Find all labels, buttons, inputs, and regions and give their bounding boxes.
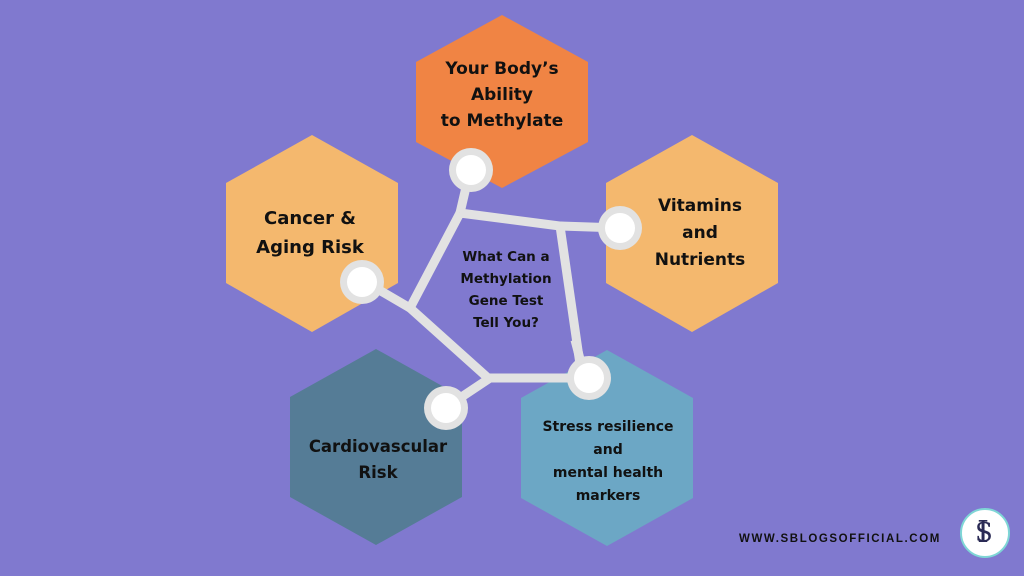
node-vitamins	[598, 206, 642, 250]
node-cardio	[424, 386, 468, 430]
logo-letter: S	[975, 518, 993, 548]
label-cancer: Cancer & Aging Risk	[228, 204, 392, 262]
label-line: and	[682, 223, 718, 243]
label-line: mental health	[552, 465, 664, 481]
label-line: Aging Risk	[256, 237, 364, 258]
label-line: to Methylate	[440, 111, 564, 131]
brand-logo-icon[interactable]: I S	[960, 508, 1010, 558]
label-line: Stress resilience	[542, 419, 674, 435]
label-methylate: Your Body’s Ability to Methylate	[420, 56, 584, 134]
label-line: Vitamins	[657, 196, 743, 216]
label-cardio: Cardiovascular Risk	[296, 434, 460, 486]
label-line: Your Body’s	[445, 59, 559, 79]
title-line: Tell You?	[473, 315, 539, 331]
label-line: Nutrients	[654, 250, 746, 270]
label-line: and	[593, 442, 623, 458]
hexagon-cardio	[290, 349, 462, 545]
label-line: markers	[575, 488, 641, 504]
label-line: Risk	[358, 463, 398, 482]
node-stress	[567, 356, 611, 400]
title-line: Gene Test	[468, 293, 544, 309]
label-line: Ability	[470, 85, 533, 105]
hexagon-stress	[521, 350, 693, 546]
center-title: What Can a Methylation Gene Test Tell Yo…	[436, 246, 576, 334]
title-line: What Can a	[462, 249, 550, 265]
site-url[interactable]: WWW.SBLOGSOFFICIAL.COM	[739, 533, 941, 545]
logo-letter: I	[977, 515, 990, 550]
label-stress: Stress resilience and mental health mark…	[528, 416, 688, 508]
node-methylate	[449, 148, 493, 192]
title-line: Methylation	[460, 271, 552, 287]
pentagon-outline	[404, 208, 588, 383]
node-cancer	[340, 260, 384, 304]
label-line: Cardiovascular	[308, 437, 448, 456]
hexagon-methylate	[416, 15, 588, 188]
hexagon-vitamins	[606, 135, 778, 332]
label-line: Cancer &	[264, 208, 356, 229]
label-vitamins: Vitamins and Nutrients	[620, 193, 780, 274]
